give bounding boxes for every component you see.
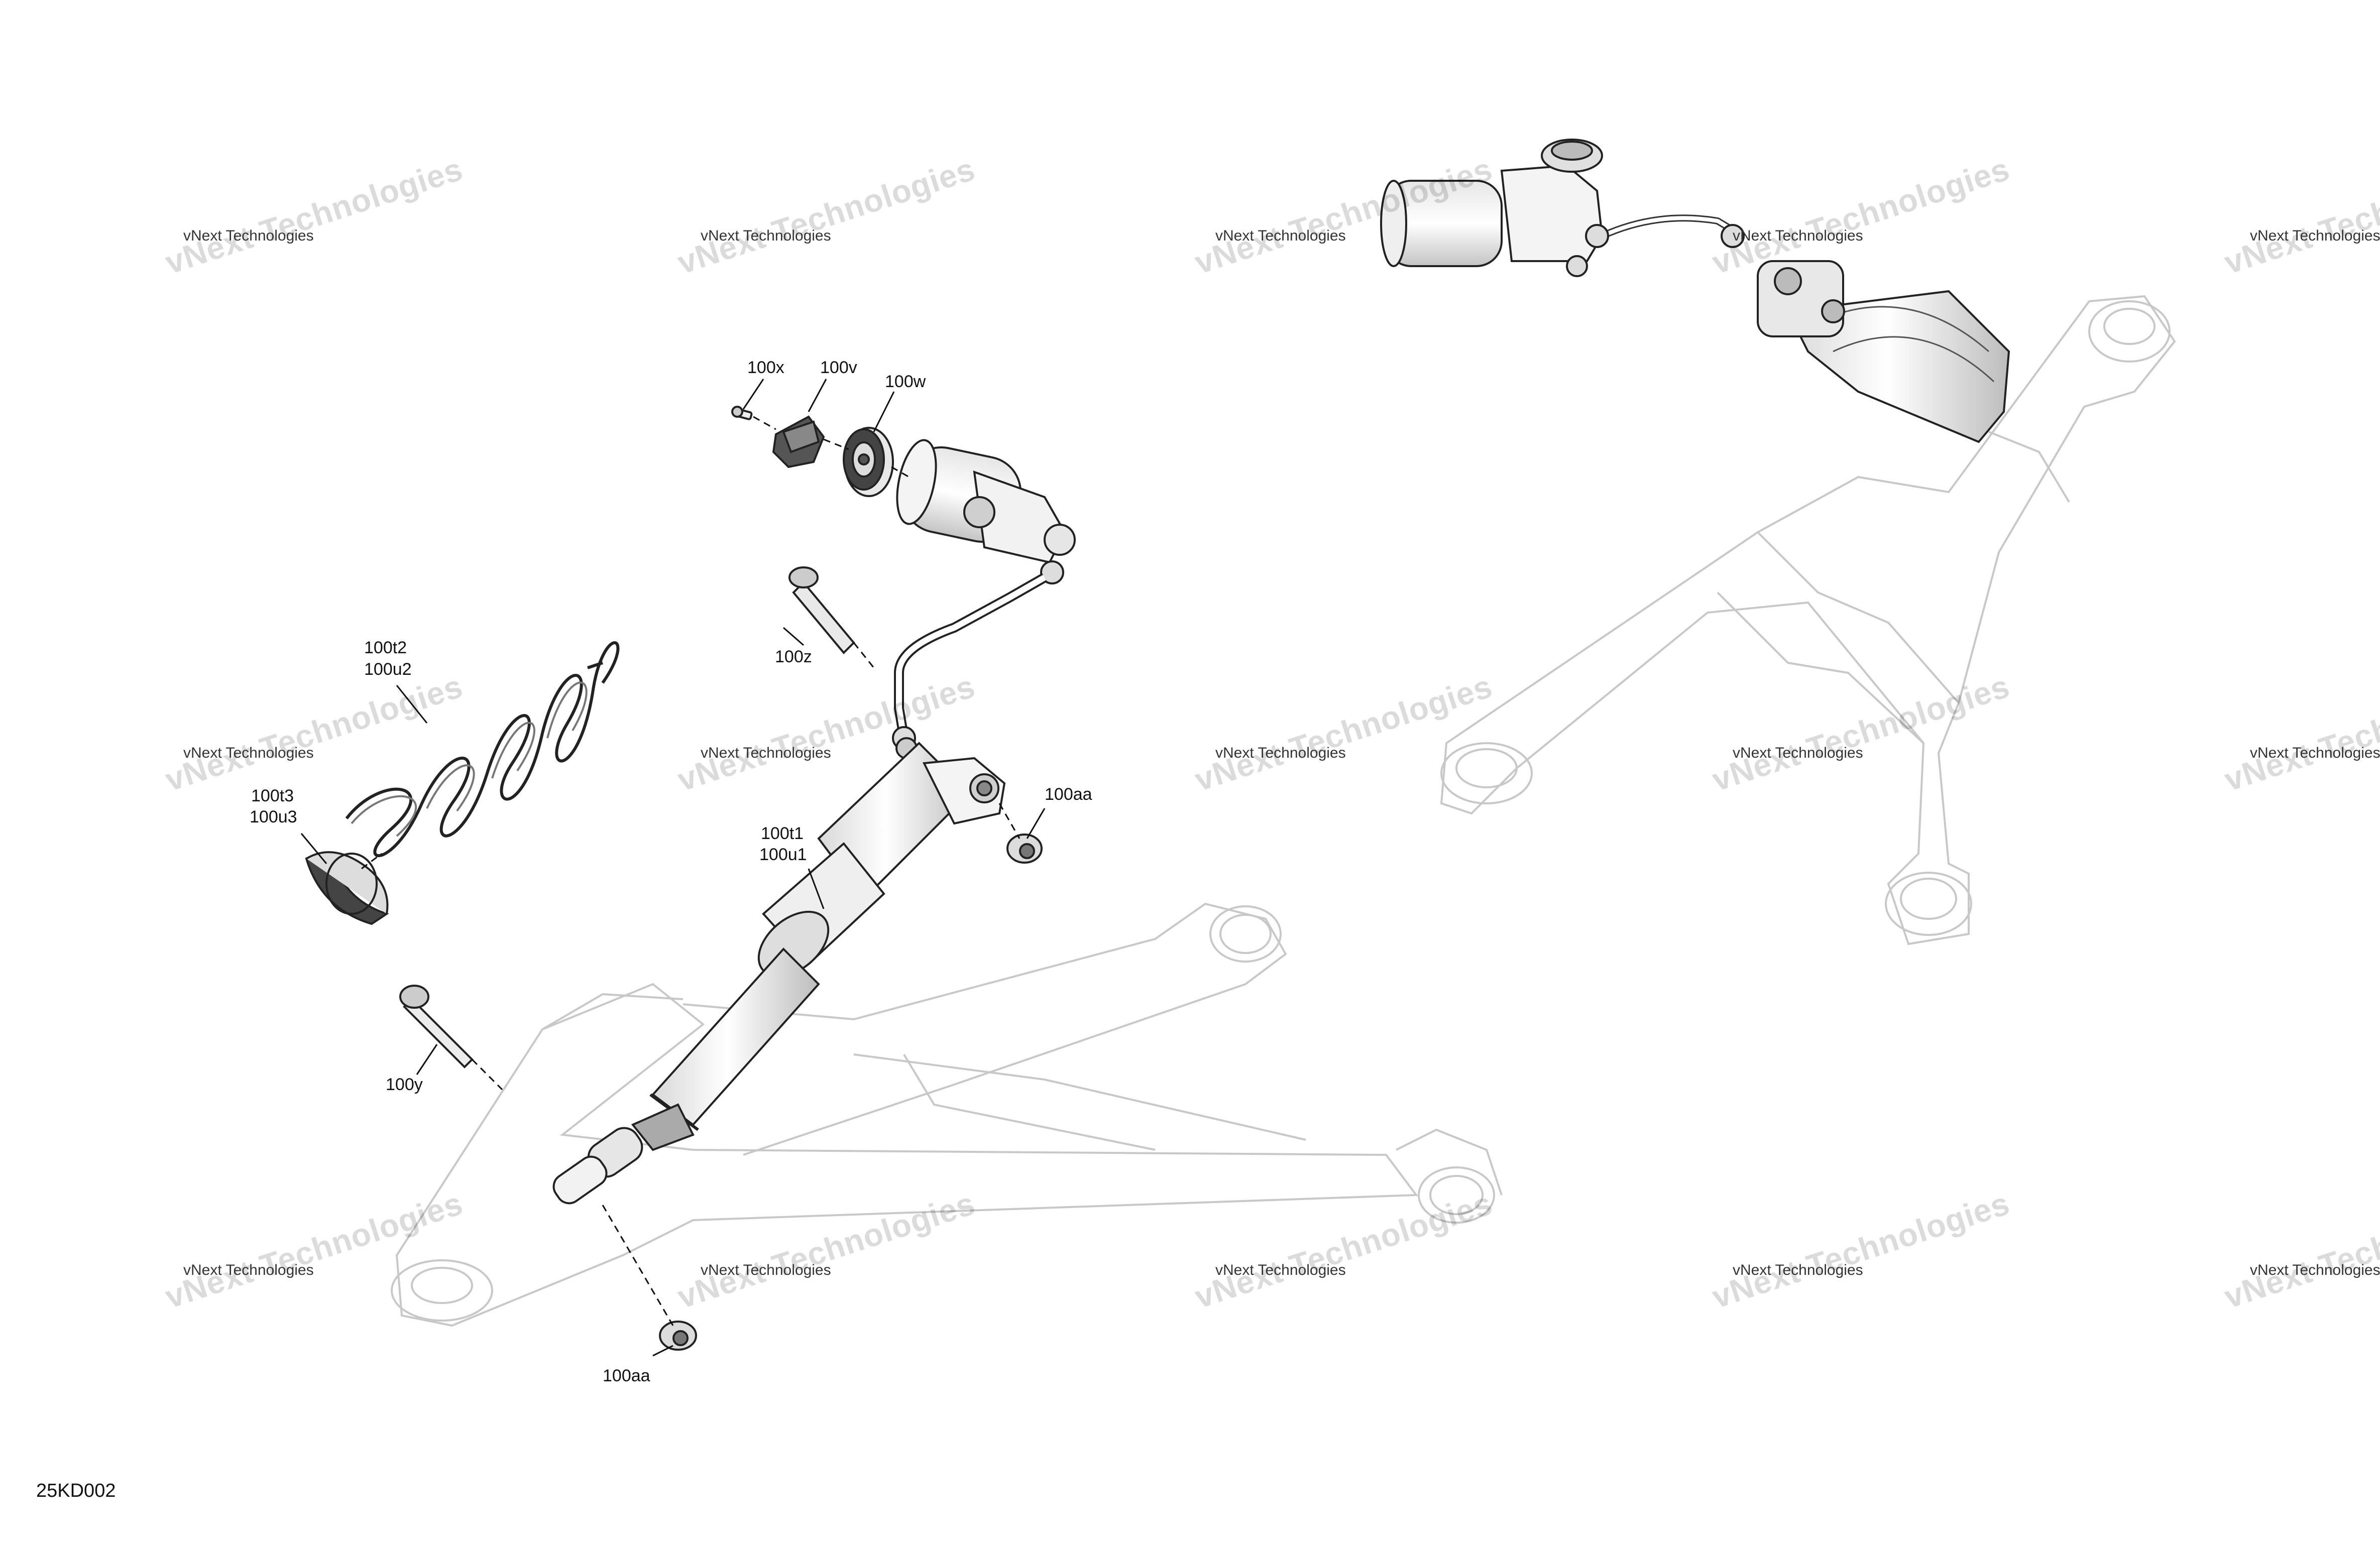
watermark-label: vNext Technologies [183, 745, 314, 761]
lower-a-arm-left [391, 902, 1503, 1327]
watermark-label: vNext Technologies [1215, 745, 1346, 761]
callout-100t1: 100t1 [761, 824, 804, 843]
callout-100w: 100w [885, 372, 926, 391]
assembly-lines [361, 416, 1021, 1326]
nut-100aa-top [1006, 834, 1043, 864]
callout-100z: 100z [775, 647, 812, 666]
adjuster-knob-100v [772, 415, 825, 468]
watermark-label: vNext Technologies [2250, 745, 2380, 761]
watermark-label: vNext Technologies [1733, 1262, 1863, 1278]
callout-100t2: 100t2 [364, 638, 407, 657]
nut-100aa-bottom [659, 1321, 697, 1351]
watermark-label: vNext Technologies [701, 1262, 831, 1278]
callout-100u1: 100u1 [759, 845, 807, 864]
watermark-label: vNext Technologies [2250, 227, 2380, 244]
reservoir-hose [892, 573, 1047, 759]
watermark-label: vNext Technologies [701, 745, 831, 761]
watermark-label: vNext Technologies [1733, 227, 1863, 244]
shock-body-100t1 [552, 742, 1006, 1205]
callout-100v: 100v [820, 358, 857, 377]
callout-100t3: 100t3 [251, 786, 294, 805]
callout-100aa-top: 100aa [1045, 785, 1092, 804]
bolt-100y [399, 985, 474, 1069]
spring-seat-100t3 [305, 851, 389, 925]
installed-shock-right [1380, 139, 2010, 443]
watermark-label: vNext Technologies [1215, 1262, 1346, 1278]
watermark-label: vNext Technologies [701, 227, 831, 244]
spacer-100w [843, 427, 894, 497]
watermark-label: vNext Technologies [183, 227, 314, 244]
coil-spring [345, 641, 620, 858]
callout-100y: 100y [386, 1075, 423, 1094]
callout-100u2: 100u2 [364, 660, 412, 679]
watermark-label: vNext Technologies [183, 1262, 314, 1278]
reference-code: 25KD002 [36, 1480, 116, 1501]
callout-100x: 100x [747, 358, 784, 377]
watermark-label: vNext Technologies [2250, 1262, 2380, 1278]
bolt-100z [788, 566, 855, 654]
leader-lines [300, 379, 1046, 1357]
watermark-label: vNext Technologies [1215, 227, 1346, 244]
watermark-label: vNext Technologies [1733, 745, 1863, 761]
lower-a-arm-right [1440, 295, 2176, 945]
reservoir-exploded [896, 439, 1076, 584]
callout-100aa-bottom: 100aa [603, 1366, 650, 1385]
callout-100u3: 100u3 [250, 807, 297, 826]
screw-100x [731, 406, 753, 420]
